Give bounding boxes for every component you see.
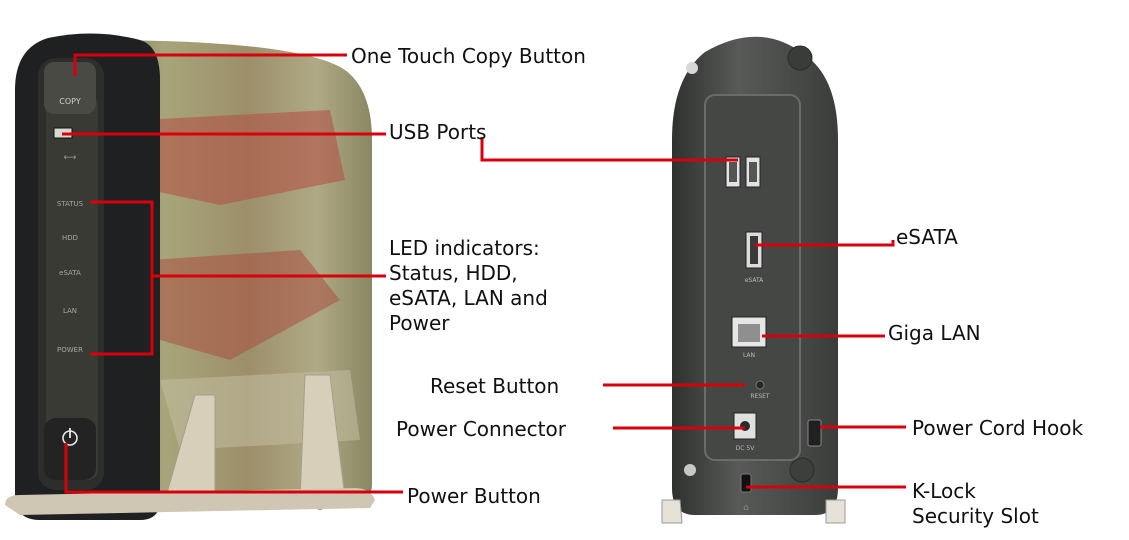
- label-led-line-4: Power: [389, 311, 450, 335]
- back-screw-top-left: [686, 62, 698, 74]
- front-panel-face-inner: [46, 95, 98, 480]
- back-screw-bottom: [684, 464, 696, 476]
- power-connector-text: DC 5V: [736, 445, 756, 452]
- label-k-lock-line-2: Security Slot: [912, 504, 1039, 528]
- k-lock-slot[interactable]: [740, 473, 752, 493]
- led-label-2: eSATA: [59, 269, 81, 277]
- usb-port-inner-1: [729, 162, 737, 182]
- back-stand-left: [661, 499, 683, 524]
- leader-copy: [73, 53, 347, 76]
- esata-port-inner: [750, 236, 758, 264]
- label-power-button: Power Button: [407, 484, 541, 508]
- led-indicators: STATUS HDD eSATA LAN POWER: [57, 200, 84, 354]
- leader-power-button: [64, 443, 403, 494]
- back-foot-bottom: [789, 457, 815, 483]
- lock-icon: ⌂: [743, 503, 749, 513]
- back-stand-right: [825, 499, 846, 524]
- usb-port-inner-2: [749, 162, 757, 182]
- lan-port-text: LAN: [743, 352, 755, 359]
- label-led-indicators: LED indicators: Status, HDD, eSATA, LAN …: [389, 236, 548, 336]
- copy-button-text: COPY: [59, 97, 81, 106]
- back-device: eSATA LAN RESET DC 5V ⌂: [661, 36, 846, 524]
- led-label-1: HDD: [62, 234, 78, 242]
- led-label-0: STATUS: [57, 200, 84, 208]
- leader-usb-ports-back: [480, 137, 738, 162]
- label-k-lock: K-Lock Security Slot: [912, 479, 1039, 529]
- copy-button[interactable]: [44, 62, 96, 114]
- label-power-cord-hook: Power Cord Hook: [912, 416, 1084, 440]
- front-stand-base: [5, 488, 375, 515]
- power-button[interactable]: [44, 418, 96, 480]
- label-giga-lan: Giga LAN: [888, 321, 981, 345]
- label-k-lock-line-1: K-Lock: [912, 479, 976, 503]
- back-foot-top-right: [787, 45, 813, 71]
- esata-port-text: eSATA: [745, 277, 764, 284]
- front-device: COPY ⟷ STATUS HDD eSATA LAN POWER: [5, 33, 375, 521]
- led-label-4: POWER: [57, 346, 83, 354]
- reset-button-text: RESET: [750, 393, 770, 400]
- leader-led-bracket: [90, 200, 154, 356]
- led-label-3: LAN: [63, 307, 77, 315]
- label-esata: eSATA: [896, 225, 958, 249]
- leader-esata: [755, 240, 895, 247]
- lan-port-inner: [738, 324, 760, 342]
- label-led-line-3: eSATA, LAN and: [389, 286, 548, 310]
- reset-button[interactable]: [755, 380, 765, 390]
- leader-lines: [62, 53, 906, 494]
- label-one-touch-copy: One Touch Copy Button: [351, 44, 586, 68]
- label-led-line-1: LED indicators:: [389, 236, 540, 260]
- label-reset-button: Reset Button: [430, 374, 560, 398]
- label-power-connector: Power Connector: [396, 417, 566, 441]
- power-cord-hook: [807, 419, 822, 447]
- usb-symbol: ⟷: [64, 153, 77, 163]
- label-usb-ports: USB Ports: [389, 120, 487, 144]
- label-led-line-2: Status, HDD,: [389, 261, 518, 285]
